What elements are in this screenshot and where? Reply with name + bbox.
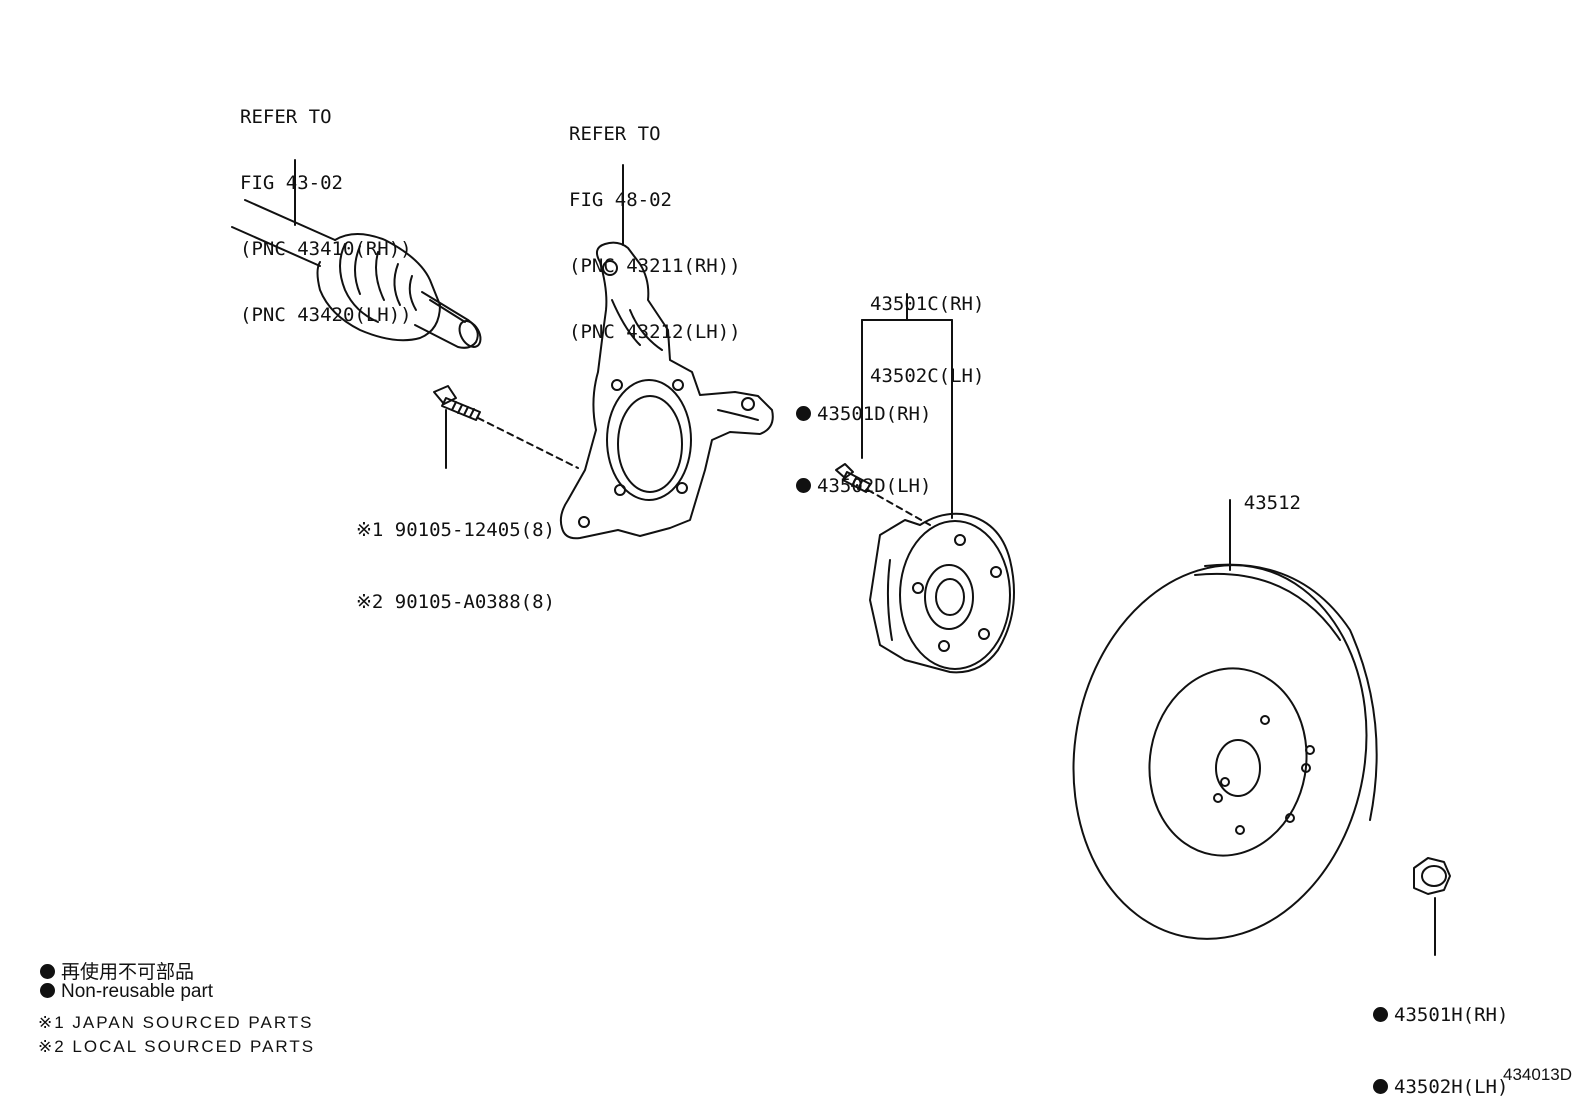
callout-hub-nut: 43501H(RH) 43502H(LH)	[1373, 955, 1508, 1099]
callout-line: (PNC 43410(RH))	[240, 238, 412, 260]
callout-rotor: 43512	[1198, 470, 1301, 536]
callout-hub: 43501C(RH) 43502C(LH)	[870, 244, 984, 436]
hub-nut-drawing	[1413, 857, 1451, 956]
callout-line: 43502D(LH)	[796, 474, 931, 498]
callout-knuckle-ref: REFER TO FIG 48-02 (PNC 43211(RH)) (PNC …	[569, 79, 741, 387]
callout-line: 43501C(RH)	[870, 293, 985, 315]
callout-line: 43502H(LH)	[1373, 1075, 1508, 1099]
figure-code: 434013D	[1503, 1065, 1573, 1084]
callout-text: 43501D(RH)	[817, 403, 932, 425]
callout-line: FIG 48-02	[569, 189, 672, 211]
callout-line: (PNC 43211(RH))	[569, 255, 741, 277]
legend-line-jp: 再使用不可部品	[40, 957, 194, 984]
legend-text: Non-reusable part	[61, 981, 214, 1002]
callout-line: ※2 90105-A0388(8)	[356, 591, 555, 613]
callout-line: 43502C(LH)	[870, 365, 985, 387]
callout-line: 43501H(RH)	[1373, 1003, 1508, 1027]
callout-axle-ref: REFER TO FIG 43-02 (PNC 43410(RH)) (PNC …	[240, 62, 412, 370]
non-reusable-dot-icon	[796, 478, 811, 493]
callout-line: (PNC 43420(LH))	[240, 304, 412, 326]
callout-line: REFER TO	[569, 123, 661, 145]
legend-line-en: Non-reusable part	[40, 981, 213, 1003]
non-reusable-dot-icon	[40, 983, 55, 998]
callout-text: 43502D(LH)	[817, 475, 932, 497]
brake-rotor-drawing	[1072, 499, 1378, 940]
callout-line: (PNC 43212(LH))	[569, 321, 741, 343]
callout-line: FIG 43-02	[240, 172, 343, 194]
non-reusable-dot-icon	[1373, 1007, 1388, 1022]
callout-line: 43501D(RH)	[796, 402, 931, 426]
callout-hub-bolt: 43501D(RH) 43502D(LH)	[796, 354, 931, 546]
non-reusable-dot-icon	[796, 406, 811, 421]
hub-bolt-drawing	[835, 463, 931, 526]
legend-japan-sourced: ※1 JAPAN SOURCED PARTS	[38, 1013, 314, 1032]
non-reusable-dot-icon	[40, 964, 55, 979]
steering-knuckle-drawing	[559, 164, 774, 540]
hub-assembly-drawing	[861, 293, 1015, 674]
callout-text: 43502H(LH)	[1394, 1076, 1509, 1098]
knuckle-bolt-drawing	[433, 385, 579, 469]
callout-line: ※1 90105-12405(8)	[356, 519, 555, 541]
legend-text: 再使用不可部品	[61, 962, 195, 983]
callout-knuckle-bolt: ※1 90105-12405(8) ※2 90105-A0388(8)	[356, 470, 555, 662]
non-reusable-dot-icon	[1373, 1079, 1388, 1094]
legend-local-sourced: ※2 LOCAL SOURCED PARTS	[38, 1037, 316, 1056]
callout-line: REFER TO	[240, 106, 332, 128]
drive-shaft-drawing	[231, 159, 482, 349]
callout-text: 43501H(RH)	[1394, 1004, 1509, 1026]
callout-text: 43512	[1243, 492, 1301, 514]
